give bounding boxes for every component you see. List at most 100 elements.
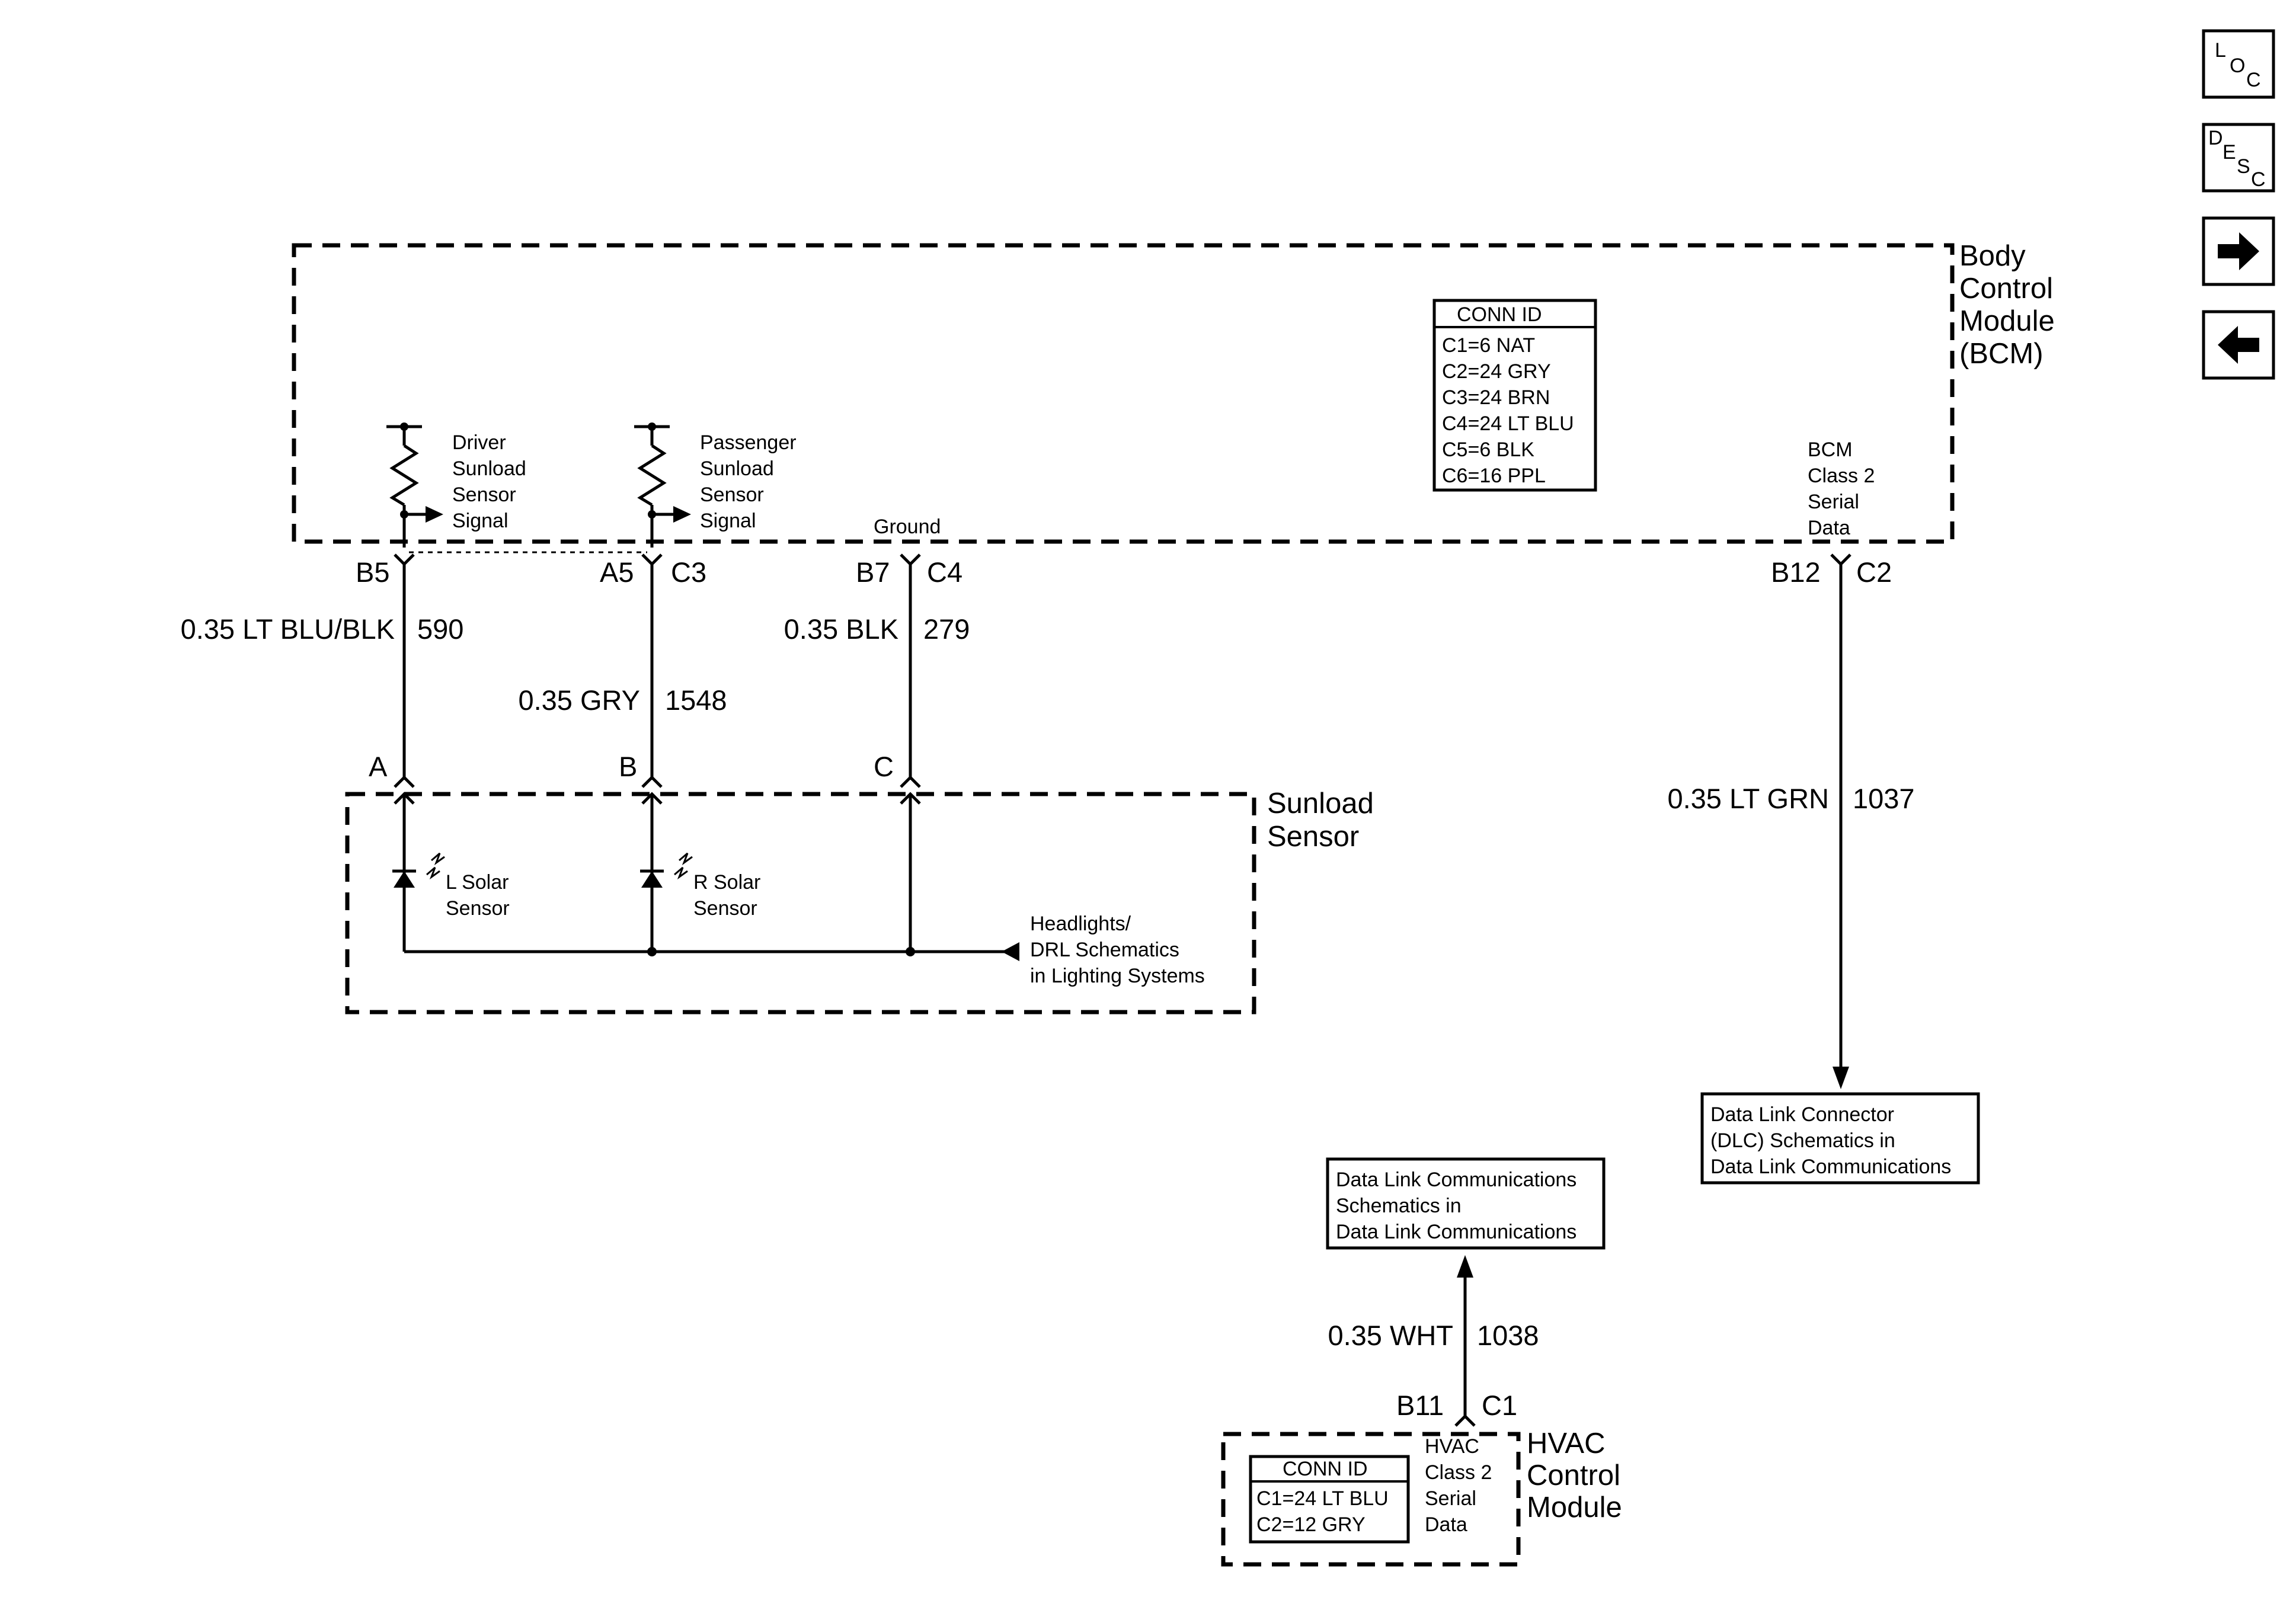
bcm-class2-label: BCM Class 2 Serial Data: [1808, 438, 1875, 539]
svg-text:Schematics in: Schematics in: [1336, 1195, 1462, 1217]
bus-node-b: [647, 947, 657, 956]
connector-c3-symbol: [641, 553, 663, 566]
hvac-module-title: HVAC Control Module: [1527, 1427, 1622, 1523]
svg-text:Sensor: Sensor: [1267, 821, 1359, 853]
connector-a-symbol: [394, 775, 415, 788]
svg-text:HVAC: HVAC: [1425, 1435, 1479, 1458]
svg-text:Module: Module: [1527, 1491, 1622, 1523]
passenger-sunload-resistor: [634, 425, 670, 548]
connector-b-symbol: [641, 775, 663, 788]
pin-a: A: [369, 751, 388, 782]
svg-text:HVAC: HVAC: [1527, 1427, 1606, 1459]
connector-c2-symbol: [1830, 553, 1851, 566]
pin-c4: C4: [927, 556, 962, 588]
svg-text:Class 2: Class 2: [1425, 1461, 1492, 1484]
connector-b5-symbol: [394, 553, 415, 566]
pin-c2: C2: [1856, 556, 1892, 588]
connector-c4-symbol: [900, 553, 921, 566]
right-arrow-icon: [2218, 232, 2259, 270]
sunload-sensor-boundary: [345, 792, 1256, 1014]
wire-1038-circuit: 1038: [1477, 1320, 1539, 1351]
loc-letter-l: L: [2215, 39, 2226, 62]
svg-text:C4=24 LT BLU: C4=24 LT BLU: [1442, 412, 1574, 435]
svg-text:Class 2: Class 2: [1808, 465, 1875, 487]
wire-1548-circuit: 1548: [665, 684, 727, 716]
driver-sunload-resistor: [386, 425, 422, 548]
svg-text:Signal: Signal: [452, 510, 509, 532]
pin-a5: A5: [600, 556, 634, 588]
svg-text:in Lighting Systems: in Lighting Systems: [1030, 965, 1205, 987]
svg-text:Sensor: Sensor: [700, 484, 764, 506]
driver-signal-label: Driver Sunload Sensor Signal: [452, 431, 526, 532]
svg-text:(BCM): (BCM): [1959, 338, 2044, 370]
data-link-communications-link[interactable]: Data Link Communications Schematics in D…: [1326, 1157, 1606, 1250]
svg-text:BCM: BCM: [1808, 438, 1853, 461]
next-button[interactable]: [2202, 216, 2275, 286]
loc-letter-o: O: [2230, 55, 2245, 77]
svg-text:C2=12 GRY: C2=12 GRY: [1256, 1513, 1366, 1536]
pin-b5: B5: [356, 556, 390, 588]
desc-letter-c: C: [2251, 168, 2266, 191]
dlc-schematics-link[interactable]: Data Link Connector (DLC) Schematics in …: [1700, 1092, 1980, 1185]
wire-279-circuit: 279: [923, 613, 970, 645]
svg-text:Driver: Driver: [452, 431, 506, 454]
loc-button[interactable]: L O C: [2202, 29, 2275, 99]
driver-resistor-node: [400, 422, 408, 431]
svg-text:C5=6 BLK: C5=6 BLK: [1442, 438, 1534, 461]
wire-1037-color: 0.35 LT GRN: [1667, 783, 1829, 814]
connector-c1-symbol: [1454, 1414, 1476, 1427]
svg-text:Signal: Signal: [700, 510, 756, 532]
svg-text:Sensor: Sensor: [693, 897, 757, 920]
svg-text:Sunload: Sunload: [452, 457, 526, 480]
left-arrow-icon: [2218, 326, 2259, 364]
passenger-signal-arrow-icon: [673, 506, 691, 523]
svg-text:Serial: Serial: [1808, 491, 1859, 513]
desc-letter-s: S: [2237, 155, 2250, 178]
svg-text:Data Link Communications: Data Link Communications: [1336, 1221, 1576, 1243]
passenger-signal-label: Passenger Sunload Sensor Signal: [700, 431, 797, 532]
pin-c3: C3: [671, 556, 706, 588]
bus-node-c: [906, 947, 915, 956]
hvac-module-boundary: [1221, 1432, 1521, 1567]
ground-label: Ground: [874, 516, 941, 538]
wire-590-circuit: 590: [417, 613, 463, 645]
svg-text:C1=6 NAT: C1=6 NAT: [1442, 334, 1535, 357]
wire-279-color: 0.35 BLK: [784, 613, 898, 645]
wire-590-color: 0.35 LT BLU/BLK: [181, 613, 395, 645]
svg-text:Passenger: Passenger: [700, 431, 797, 454]
back-button[interactable]: [2202, 310, 2275, 380]
svg-text:Data: Data: [1425, 1513, 1467, 1536]
svg-text:C3=24 BRN: C3=24 BRN: [1442, 386, 1550, 409]
loc-letter-c: C: [2246, 69, 2261, 91]
svg-text:L Solar: L Solar: [446, 871, 509, 894]
wire-1548-color: 0.35 GRY: [518, 684, 640, 716]
wire-1038-color: 0.35 WHT: [1328, 1320, 1453, 1351]
sunload-sensor-title: Sunload Sensor: [1267, 788, 1374, 853]
svg-text:Data Link Connector: Data Link Connector: [1710, 1103, 1894, 1126]
svg-text:R Solar: R Solar: [693, 871, 760, 894]
svg-text:CONN ID: CONN ID: [1283, 1458, 1368, 1480]
svg-text:Control: Control: [1527, 1459, 1620, 1491]
bcm-conn-id-table: CONN ID C1=6 NAT C2=24 GRY C3=24 BRN C4=…: [1432, 299, 1597, 492]
svg-text:Sensor: Sensor: [452, 484, 516, 506]
svg-text:Serial: Serial: [1425, 1487, 1476, 1510]
r-solar-diode: [640, 852, 693, 888]
r-solar-label: R Solar Sensor: [693, 871, 760, 920]
headlights-arrow-icon: [1002, 942, 1019, 961]
bcm-title: Body Control Module (BCM): [1959, 240, 2055, 370]
pin-c1: C1: [1482, 1390, 1517, 1421]
pin-b11: B11: [1396, 1390, 1444, 1421]
wire-1037-arrow-icon: [1833, 1067, 1849, 1089]
wire-1037-circuit: 1037: [1853, 783, 1915, 814]
bcm-boundary: [292, 243, 1955, 544]
desc-button[interactable]: D E S C: [2202, 123, 2275, 193]
svg-text:CONN ID: CONN ID: [1457, 303, 1542, 326]
passenger-resistor-node: [648, 422, 656, 431]
svg-text:Sunload: Sunload: [1267, 788, 1374, 820]
desc-letter-d: D: [2208, 127, 2223, 149]
svg-text:DRL Schematics: DRL Schematics: [1030, 939, 1179, 961]
svg-text:Sensor: Sensor: [446, 897, 510, 920]
connector-c-symbol: [900, 775, 921, 788]
hvac-conn-id-table: CONN ID C1=24 LT BLU C2=12 GRY: [1249, 1455, 1410, 1544]
